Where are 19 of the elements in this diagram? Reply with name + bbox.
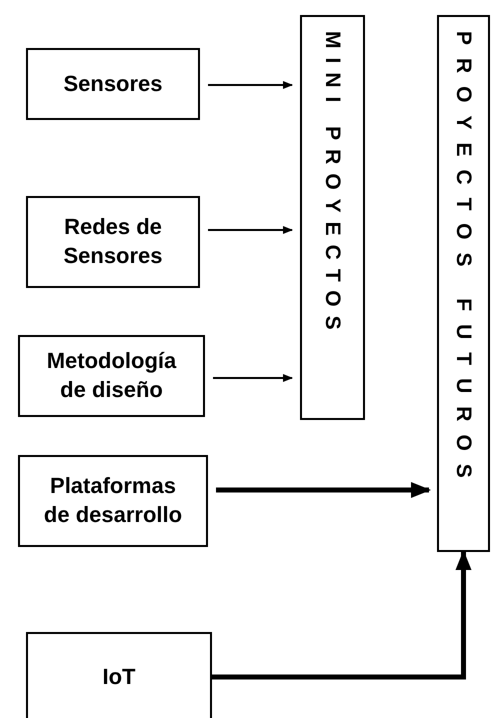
arrow xyxy=(208,226,293,234)
process-box xyxy=(18,455,208,547)
box-label: MINI PROYECTOS xyxy=(320,31,346,339)
box-label: PROYECTOS FUTUROS xyxy=(451,31,476,491)
process-box xyxy=(26,196,200,288)
process-box xyxy=(26,632,212,718)
process-box xyxy=(18,335,205,417)
arrow xyxy=(212,550,472,680)
box-label: Plataformas de desarrollo xyxy=(42,472,184,529)
box-label: IoT xyxy=(102,662,136,691)
box-label: Redes de Sensores xyxy=(62,213,164,270)
arrow xyxy=(213,374,293,382)
vertical-label-box xyxy=(437,15,490,552)
arrow xyxy=(208,81,293,89)
box-label: Sensores xyxy=(63,70,163,98)
box-label: Metodología de diseño xyxy=(46,347,178,404)
process-box xyxy=(26,48,200,120)
vertical-label-box xyxy=(300,15,365,420)
arrow xyxy=(216,482,431,498)
